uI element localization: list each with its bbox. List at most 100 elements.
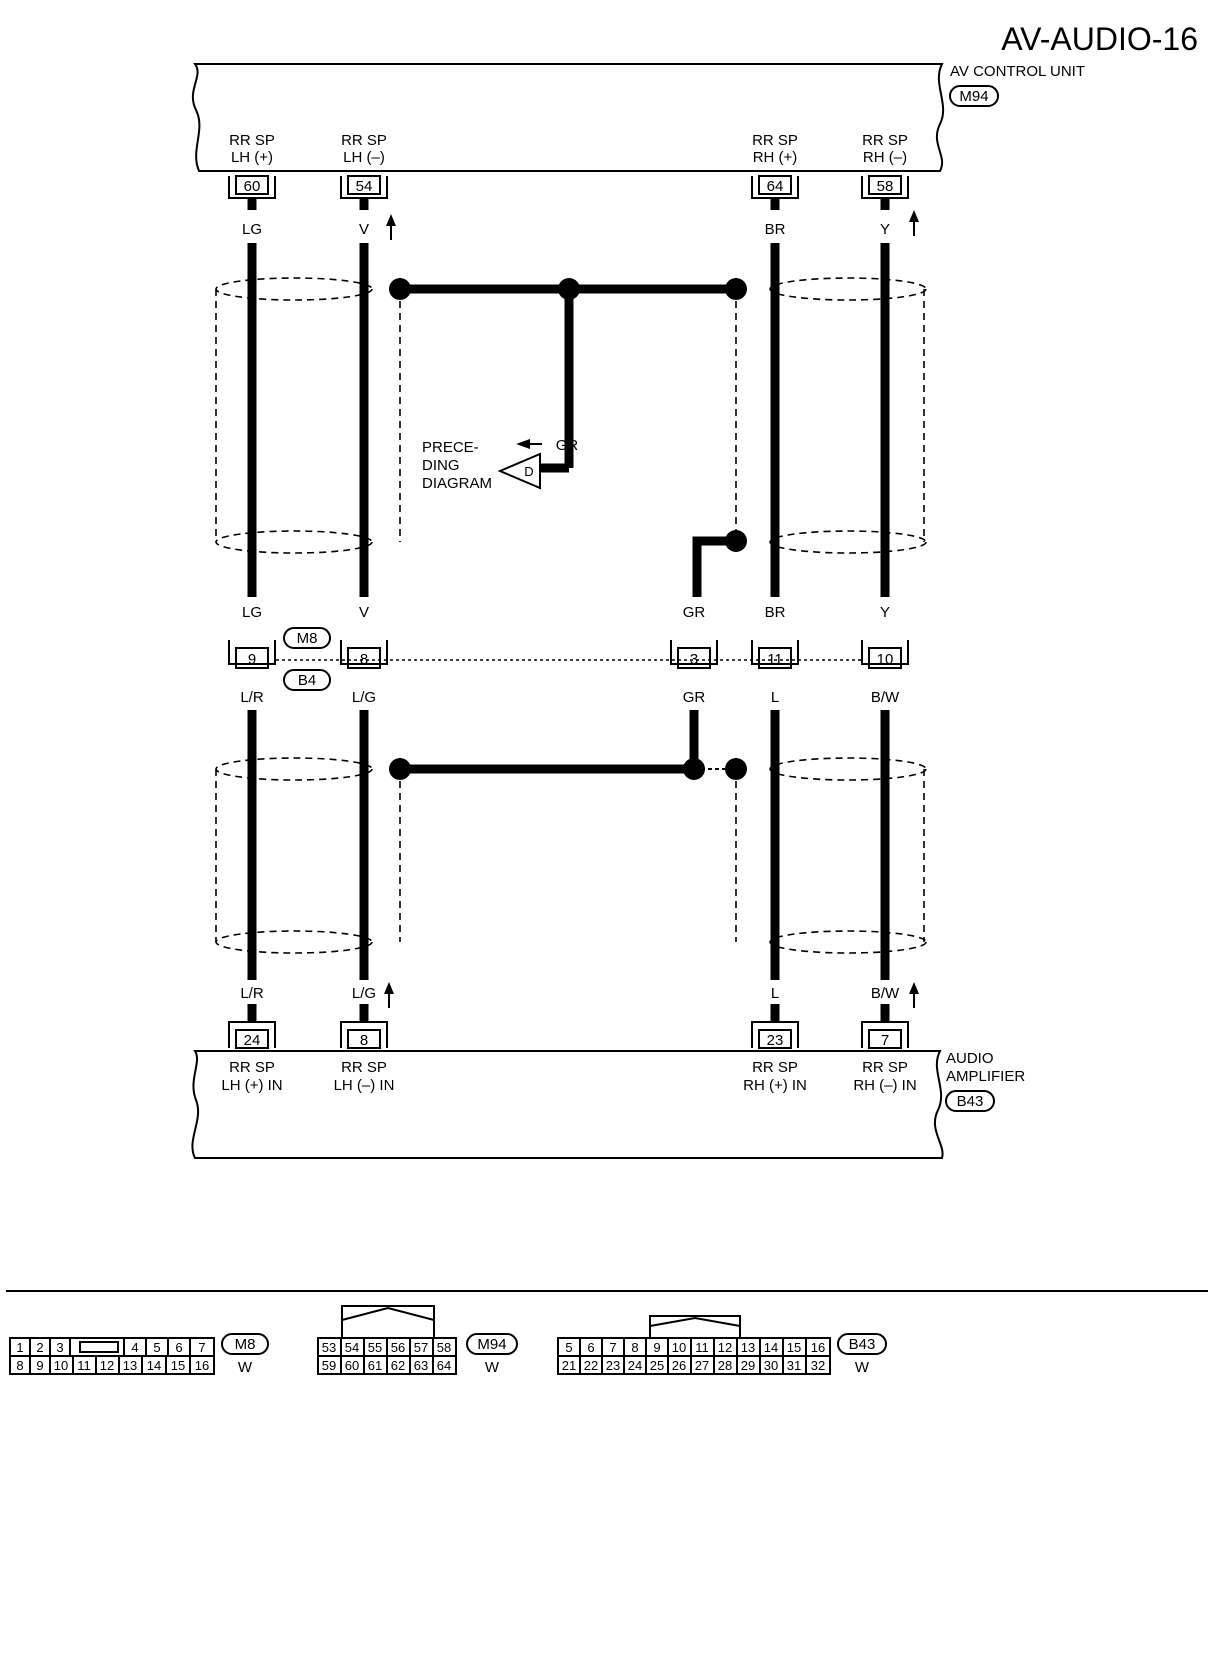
- lower-wires: [247, 710, 890, 980]
- cell: 22: [584, 1358, 598, 1373]
- connector-face-m94-row2: 59 60 61 62 63 64: [317, 1355, 457, 1375]
- bottom-pin-24-number: 24: [244, 1032, 261, 1049]
- cell: 56: [391, 1340, 405, 1355]
- cell: 53: [322, 1340, 336, 1355]
- wire-color-br-joint: BR: [765, 604, 786, 621]
- preceding-diagram-reference: PRECE- DING DIAGRAM GR: [422, 437, 578, 492]
- cell: 7: [609, 1340, 616, 1355]
- cell: 24: [628, 1358, 642, 1373]
- wire-color-lr-bottom: L/R: [240, 985, 264, 1002]
- top-pin-60-number: 60: [244, 178, 261, 195]
- bottom-pin-24-func: LH (+) IN: [221, 1077, 282, 1094]
- joint-connector-b4: B4: [298, 672, 316, 689]
- audio-amplifier-label-2: AMPLIFIER: [946, 1068, 1025, 1085]
- joint-connector-row: 9 8 3 11 10 M8 B4: [228, 627, 909, 691]
- cell: 27: [695, 1358, 709, 1373]
- bottom-pin-24-func: RR SP: [229, 1059, 275, 1076]
- joint-pin-8: 8: [340, 640, 388, 669]
- top-pin-boxes: 60 54 64 58: [228, 175, 909, 199]
- top-pin-64-func: RR SP: [752, 132, 798, 149]
- cell: 16: [195, 1358, 209, 1373]
- bottom-pin-23-func: RH (+) IN: [743, 1077, 807, 1094]
- bottom-pin-8: 8: [340, 1021, 388, 1049]
- top-pin-functions: RR SP LH (+) RR SP LH (–) RR SP RH (+) R…: [229, 132, 908, 166]
- cell: 14: [764, 1340, 778, 1355]
- cell: 62: [391, 1358, 405, 1373]
- wire-color-l-bottom: L: [771, 985, 779, 1002]
- connector-face-m94: 53 54 55 56 57 58 59 60 61 62 63 64 M94 …: [317, 1305, 518, 1376]
- cell: 32: [811, 1358, 825, 1373]
- cell: 12: [718, 1340, 732, 1355]
- connector-face-m94-id: M94: [477, 1336, 506, 1353]
- cell: 21: [562, 1358, 576, 1373]
- cell: 5: [153, 1340, 160, 1355]
- av-control-unit-connector-badge: M94: [949, 85, 999, 107]
- joint-upper-wire-colors: LG V GR BR Y: [242, 604, 890, 621]
- bottom-pin-functions: RR SP LH (+) IN RR SP LH (–) IN RR SP RH…: [221, 1059, 916, 1094]
- cell: 57: [414, 1340, 428, 1355]
- audio-amplifier-connector-badge: B43: [945, 1090, 995, 1112]
- cell: 10: [672, 1340, 686, 1355]
- cell: 64: [437, 1358, 451, 1373]
- audio-amplifier-box: [191, 1050, 944, 1159]
- cell: 23: [606, 1358, 620, 1373]
- cell: 16: [811, 1340, 825, 1355]
- cell: 14: [147, 1358, 161, 1373]
- top-pin-60-func: RR SP: [229, 132, 275, 149]
- joint-connector-badge-m8: M8: [283, 627, 331, 649]
- joint-pin-9-number: 9: [248, 651, 256, 668]
- top-pin-64-func: RH (+): [753, 149, 798, 166]
- joint-pin-10: 10: [861, 640, 909, 669]
- joint-pin-11-number: 11: [767, 651, 783, 668]
- av-control-unit-connector: M94: [959, 88, 988, 105]
- top-stubs: [247, 198, 890, 210]
- cell: 15: [787, 1340, 801, 1355]
- cell: 10: [54, 1358, 68, 1373]
- top-pin-58: 58: [861, 175, 909, 199]
- cell: 4: [131, 1340, 138, 1355]
- lower-shield-drain: [389, 710, 747, 780]
- cell: 58: [437, 1340, 451, 1355]
- preceding-text-2: DING: [422, 457, 460, 474]
- cell: 11: [77, 1358, 91, 1373]
- bottom-wire-colors: L/R L/G L B/W: [240, 985, 900, 1002]
- connector-face-m94-row1: 53 54 55 56 57 58: [317, 1337, 457, 1357]
- bottom-pin-8-number: 8: [360, 1032, 368, 1049]
- wire-color-br-top: BR: [765, 221, 786, 238]
- audio-amplifier-connector: B43: [957, 1093, 984, 1110]
- bottom-pin-24: 24: [228, 1021, 276, 1049]
- wire-color-y-top: Y: [880, 221, 890, 238]
- cell: 6: [587, 1340, 594, 1355]
- bottom-stubs: [247, 1004, 890, 1022]
- signal-arrow-icon: [909, 982, 919, 1008]
- cell: 13: [123, 1358, 137, 1373]
- cell: 30: [764, 1358, 778, 1373]
- lower-right-shield: [735, 757, 927, 954]
- preceding-letter: D: [524, 464, 533, 479]
- wire-color-lr-joint: L/R: [240, 689, 264, 706]
- wire-color-y-joint: Y: [880, 604, 890, 621]
- cell: 5: [565, 1340, 572, 1355]
- cell: 15: [171, 1358, 185, 1373]
- wire-color-v-joint: V: [359, 604, 369, 621]
- connector-face-m8-row1: 1 2 3 4 5 6 7: [9, 1337, 215, 1357]
- av-control-unit-box: [191, 63, 945, 172]
- cell: 63: [414, 1358, 428, 1373]
- cell: 11: [695, 1340, 709, 1355]
- upper-shield-drain: D: [389, 278, 747, 597]
- top-pin-64: 64: [751, 175, 799, 199]
- signal-arrow-icon: [384, 982, 394, 1008]
- cell: 8: [631, 1340, 638, 1355]
- cell: 8: [16, 1358, 23, 1373]
- connector-face-b43-row2: 21 22 23 24 25 26 27 28 29 30 31 32: [557, 1355, 831, 1375]
- wire-color-lg-top: LG: [242, 221, 262, 238]
- cell: 1: [16, 1340, 23, 1355]
- bottom-pin-23: 23: [751, 1021, 799, 1049]
- av-control-unit-label: AV CONTROL UNIT: [950, 63, 1085, 80]
- joint-lower-wire-colors: L/R L/G GR L B/W: [240, 689, 900, 706]
- top-pin-54-func: RR SP: [341, 132, 387, 149]
- top-pin-54-func: LH (–): [343, 149, 385, 166]
- wire-color-l-joint: L: [771, 689, 779, 706]
- wire-color-lg2-joint: L/G: [352, 689, 376, 706]
